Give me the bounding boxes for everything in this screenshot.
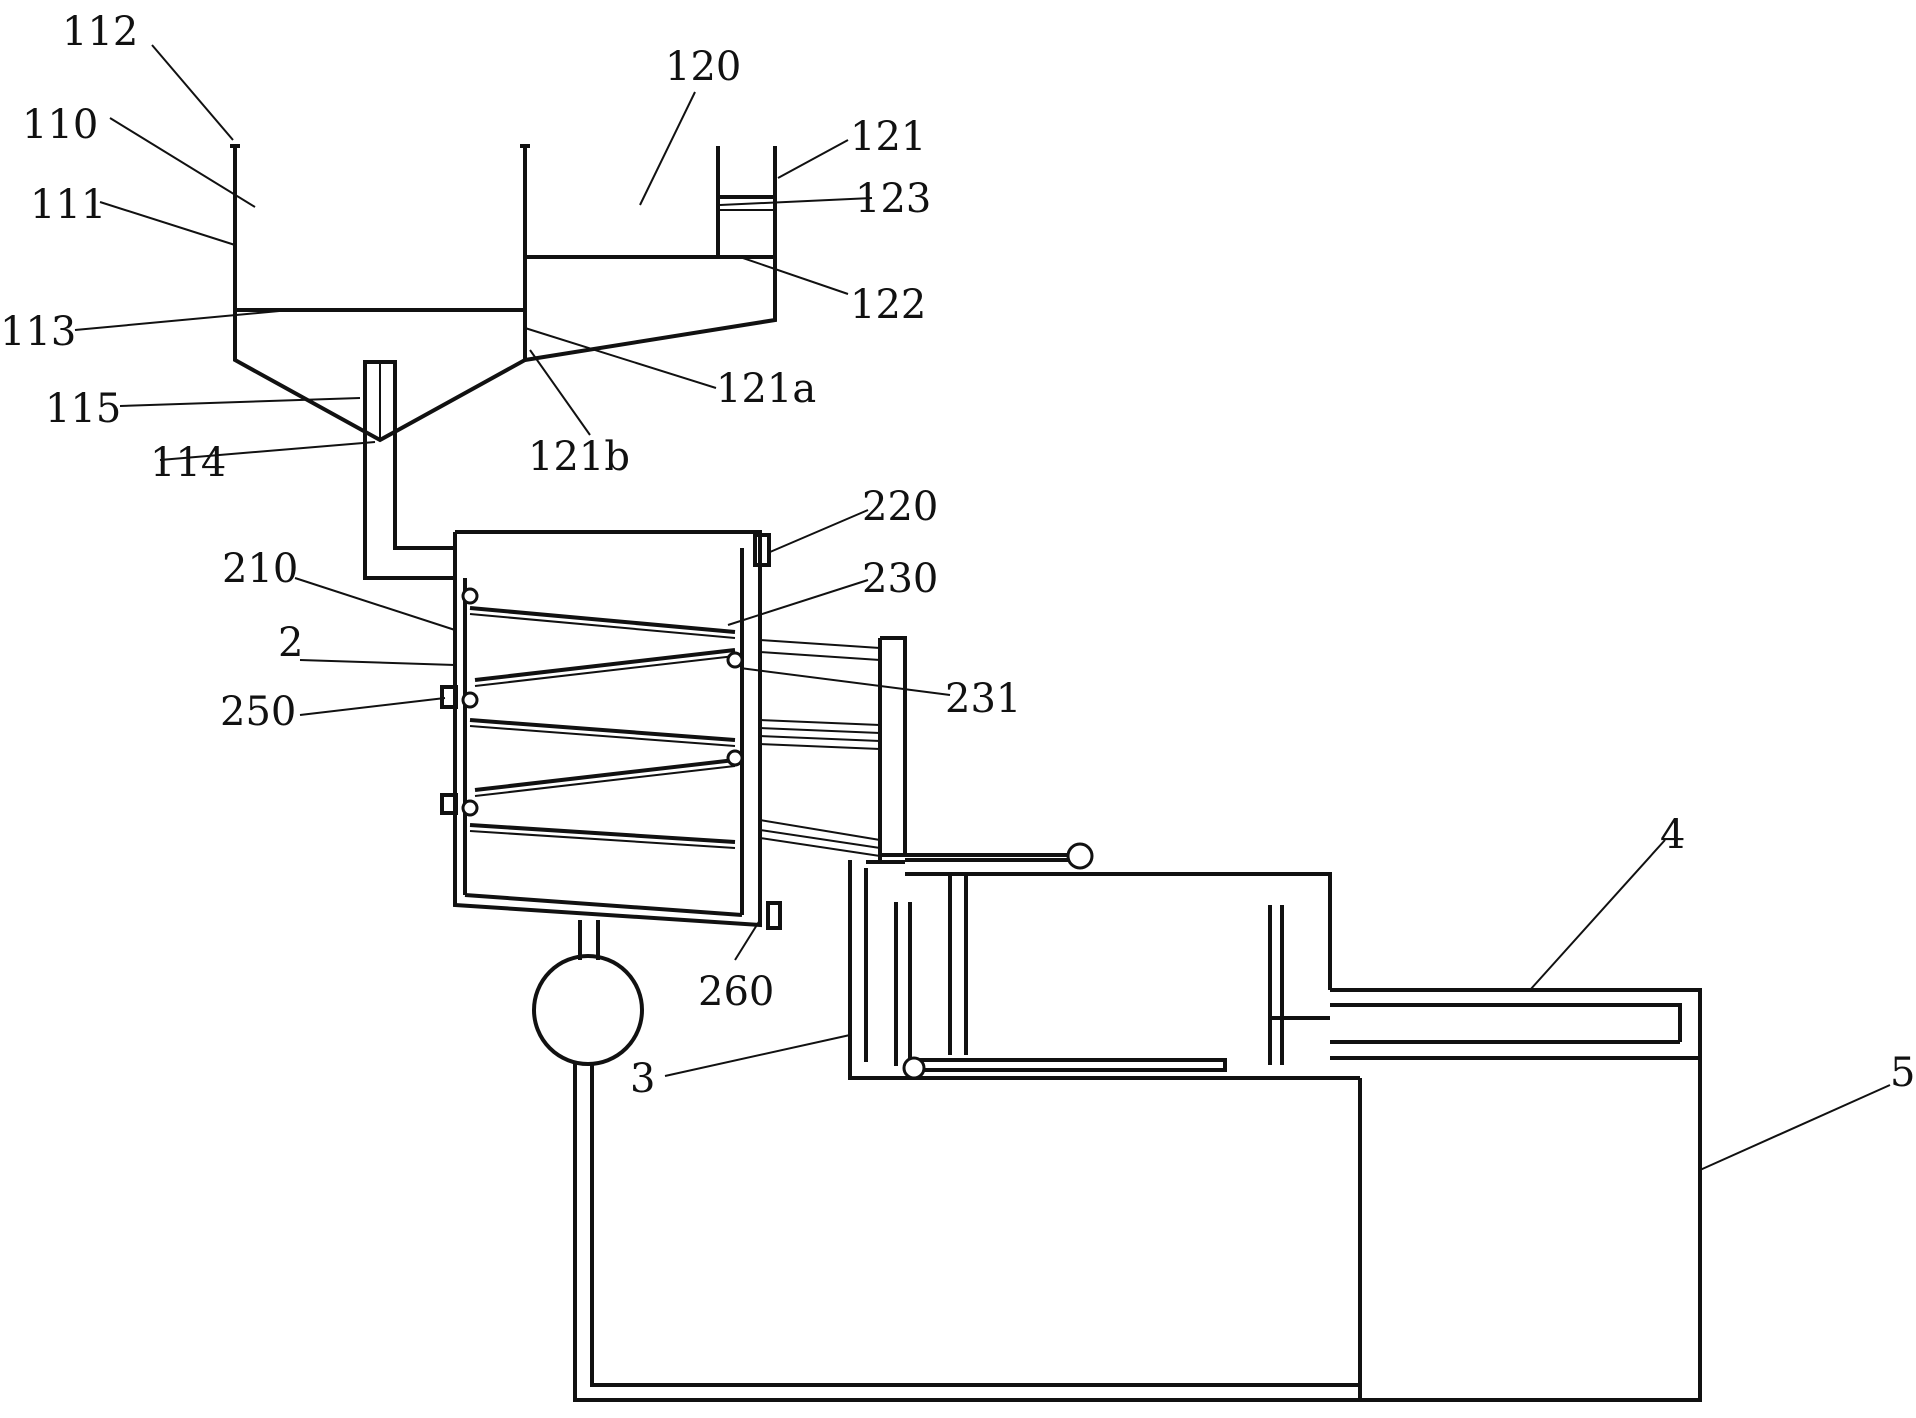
label-120: 120 [665, 44, 741, 90]
label-3: 3 [630, 1056, 655, 1102]
label-110: 110 [22, 102, 98, 148]
leader-lines [74, 44, 1891, 1171]
nozzle-260 [766, 901, 782, 930]
tank-5 [1355, 1058, 1702, 1402]
label-111: 111 [30, 182, 106, 228]
box-3 [848, 860, 1702, 1080]
label-113: 113 [0, 309, 76, 355]
label-114: 114 [150, 440, 226, 486]
label-231: 231 [945, 676, 1021, 722]
orifices-231 [461, 587, 744, 817]
label-5: 5 [1890, 1050, 1915, 1096]
label-123: 123 [855, 176, 931, 222]
label-121a: 121a [716, 366, 816, 412]
label-121b: 121b [528, 434, 630, 480]
label-220: 220 [862, 484, 938, 530]
label-4: 4 [1660, 812, 1685, 858]
drain-circle [902, 1056, 926, 1080]
label-122: 122 [850, 282, 926, 328]
label-115: 115 [45, 386, 121, 432]
tank-110 [230, 144, 530, 443]
labels: 112 110 111 113 115 114 120 121 123 122 … [0, 9, 1915, 1102]
nozzle-250b [440, 793, 458, 815]
column-2 [440, 530, 782, 930]
label-260: 260 [698, 969, 774, 1015]
feed-pipe [363, 440, 457, 600]
label-112: 112 [62, 9, 138, 55]
label-230: 230 [862, 556, 938, 602]
label-121: 121 [850, 114, 926, 160]
nozzle-220 [753, 533, 771, 567]
nozzle-250 [440, 685, 458, 709]
label-2: 2 [278, 620, 303, 666]
pump [532, 920, 1360, 1402]
label-210: 210 [222, 546, 298, 592]
valve-circle [1066, 842, 1094, 870]
outlet-lines [759, 636, 1094, 870]
trays-230 [469, 606, 736, 849]
label-250: 250 [220, 689, 296, 735]
tank-120 [524, 146, 777, 362]
